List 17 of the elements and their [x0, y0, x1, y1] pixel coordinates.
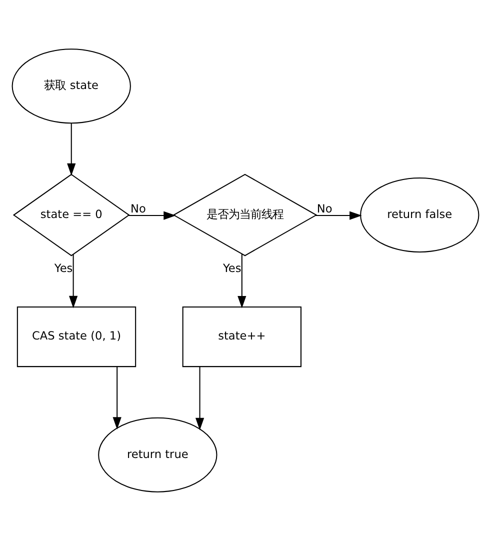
- node-box: CAS state (0, 1): [16, 306, 136, 368]
- arrow: [69, 254, 78, 308]
- edge-label: No: [316, 202, 332, 216]
- node-diamond: state == 0: [12, 174, 130, 256]
- node-ellipse: 获取 state: [12, 48, 131, 124]
- arrow: [67, 123, 76, 176]
- edge-label: Yes: [54, 262, 73, 276]
- arrow: [316, 211, 362, 220]
- node-diamond: 是否为当前线程: [172, 174, 318, 256]
- edge-label: Yes: [223, 262, 242, 275]
- arrow: [128, 211, 176, 220]
- arrow: [112, 366, 122, 430]
- arrow: [195, 366, 204, 430]
- arrow: [238, 254, 246, 308]
- node-box: state++: [182, 306, 302, 368]
- node-ellipse: return false: [360, 178, 480, 253]
- edge-label: No: [130, 202, 146, 216]
